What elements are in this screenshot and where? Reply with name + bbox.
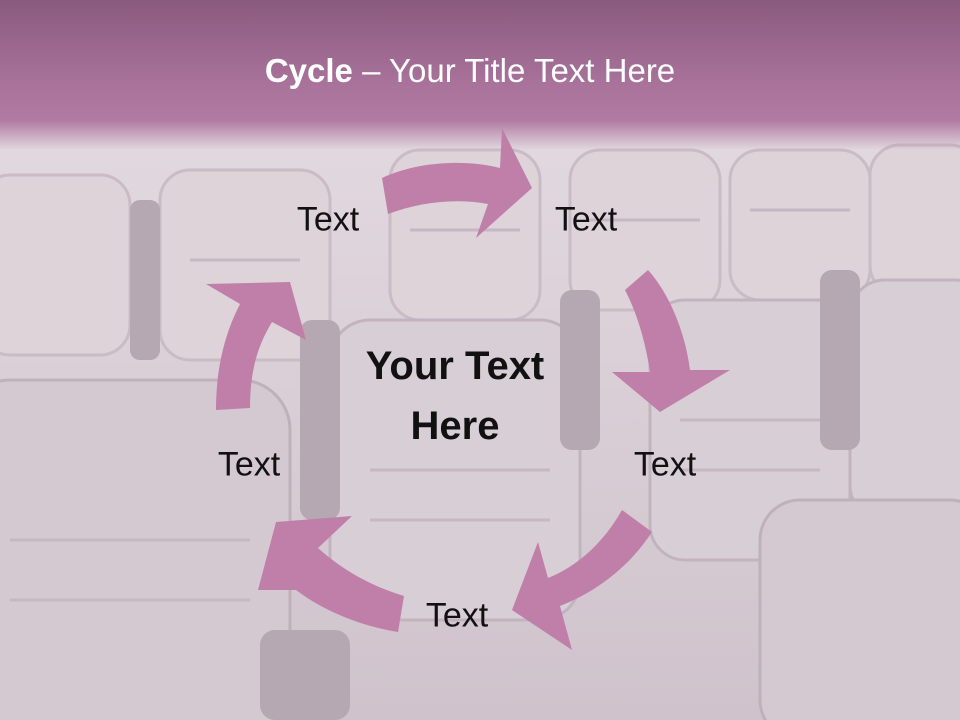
cycle-arrow-left (206, 282, 306, 410)
node-label-right: Text (633, 445, 697, 484)
title-bold-part: Cycle (264, 52, 353, 89)
node-label-top-left: Text (296, 200, 360, 239)
node-label-top-right: Text (554, 200, 618, 239)
center-text-line-1: Your Text (365, 344, 545, 388)
slide-title: Cycle – Your Title Text Here (0, 52, 940, 90)
node-label-left: Text (217, 445, 281, 484)
center-text: Your Text Here (325, 336, 585, 456)
node-label-bottom: Text (425, 596, 489, 635)
cycle-arrow-lower-right (512, 510, 652, 650)
cycle-arrow-top (382, 128, 532, 238)
cycle-arrow-upper-right (612, 270, 730, 412)
cycle-arrow-bottom-left (258, 516, 404, 632)
title-band (0, 0, 960, 150)
title-separator: – (352, 52, 389, 89)
title-rest: Your Title Text Here (389, 52, 676, 89)
center-text-line-2: Here (410, 404, 500, 448)
